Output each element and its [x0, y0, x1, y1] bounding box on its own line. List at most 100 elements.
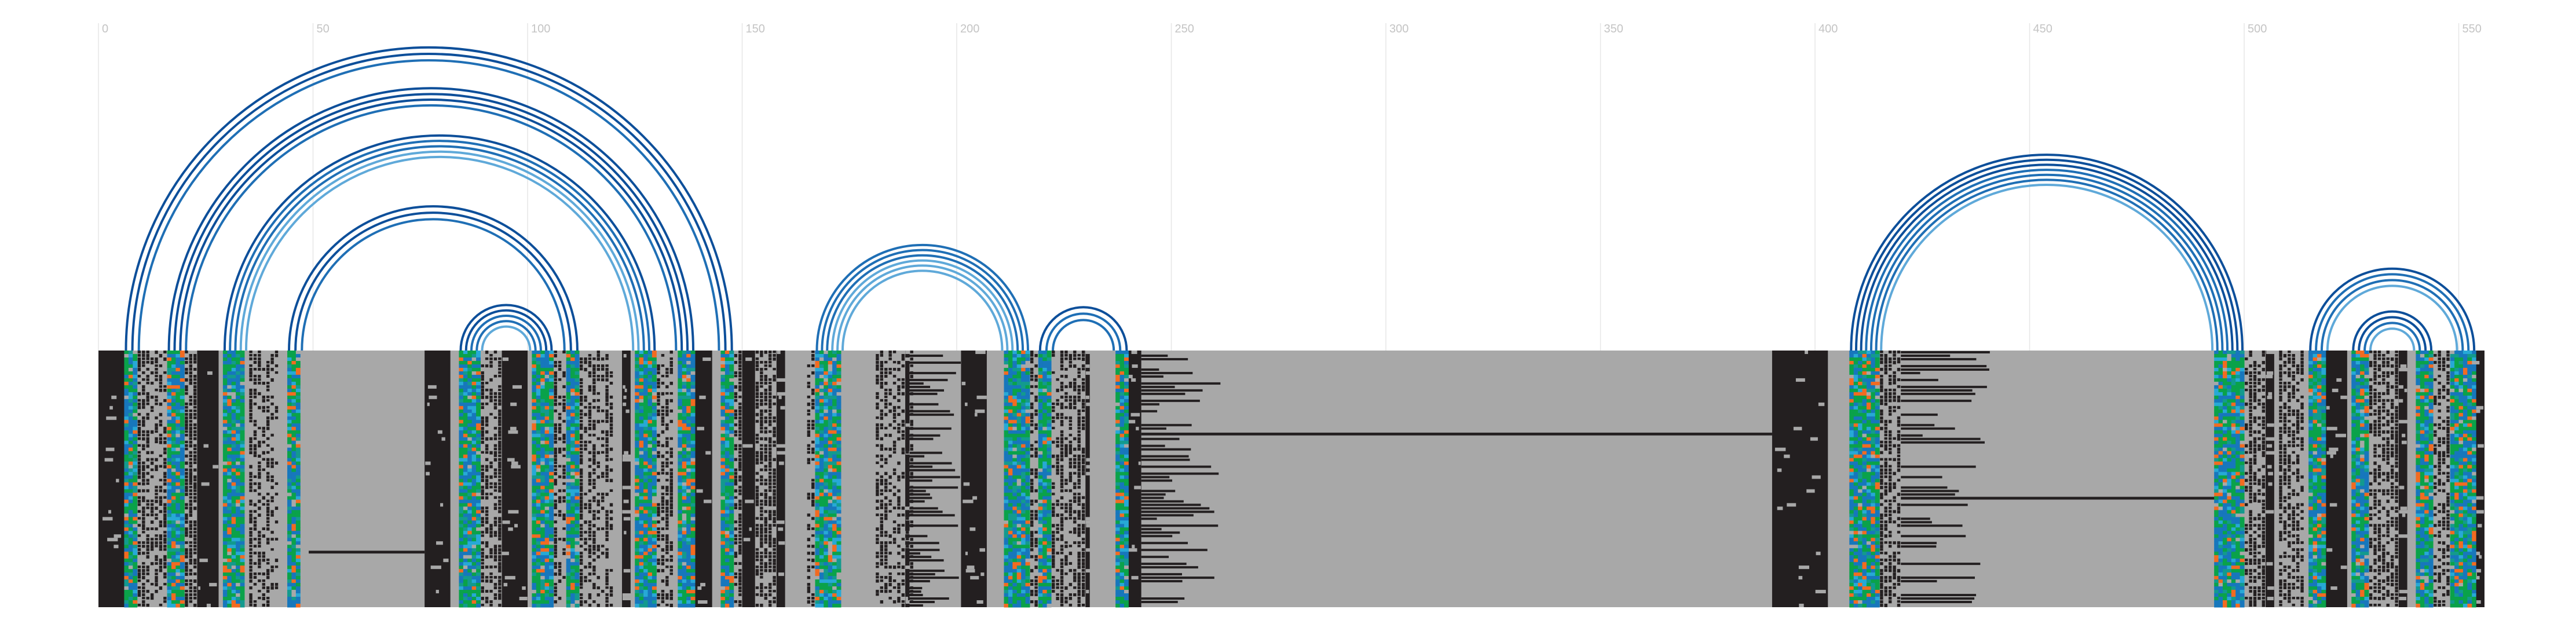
residue-cell: [1073, 406, 1076, 410]
residue-cell: [1082, 503, 1085, 506]
residue-cell: [1030, 538, 1033, 541]
residue-cell: [1073, 396, 1076, 399]
residue-cell: [605, 357, 608, 360]
residue-cell: [189, 579, 192, 582]
residue-cell: [1052, 565, 1055, 568]
residue-cell: [876, 462, 879, 464]
residue-cell: [193, 368, 196, 371]
residue-cell: [1880, 403, 1883, 405]
residue-cell: [2284, 444, 2286, 447]
gap-cell: [2478, 444, 2484, 448]
residue-cell: [888, 389, 891, 392]
residue-cell: [2296, 569, 2299, 572]
residue-cell: [2253, 524, 2256, 527]
residue-cell: [147, 604, 149, 607]
residue-run: [1141, 480, 1172, 482]
pair-cell: [725, 430, 730, 434]
residue-cell: [189, 486, 192, 488]
gap-cell: [1132, 364, 1138, 368]
residue-cell: [1069, 382, 1072, 385]
residue-cell: [2434, 434, 2436, 437]
residue-cell: [897, 565, 900, 568]
pair-cell: [129, 576, 133, 579]
residue-cell: [2288, 565, 2290, 568]
residue-cell: [597, 378, 600, 381]
residue-cell: [2378, 417, 2381, 419]
residue-cell: [1052, 524, 1055, 527]
residue-cell: [494, 517, 497, 520]
residue-cell: [147, 534, 149, 537]
residue-cell: [884, 375, 887, 378]
residue-cell: [2288, 430, 2290, 433]
residue-cell: [588, 482, 591, 485]
residue-cell: [1885, 590, 1887, 593]
residue-cell: [163, 385, 166, 388]
gap-cell: [2266, 437, 2275, 441]
pair-cell: [129, 465, 133, 469]
residue-cell: [1060, 406, 1063, 410]
residue-cell: [592, 406, 595, 409]
residue-cell: [1893, 583, 1896, 586]
residue-cell: [2395, 448, 2398, 451]
residue-cell: [558, 451, 561, 454]
residue-cell: [189, 479, 192, 483]
residue-cell: [1082, 517, 1085, 520]
residue-cell: [760, 506, 763, 509]
gap-cell: [502, 552, 509, 555]
residue-cell: [2300, 586, 2303, 590]
residue-cell: [2249, 403, 2252, 406]
pair-cell: [129, 527, 133, 531]
residue-cell: [554, 448, 557, 451]
residue-cell: [592, 524, 595, 527]
residue-cell: [258, 361, 261, 364]
residue-cell: [738, 458, 741, 461]
residue-cell: [2296, 364, 2299, 367]
residue-cell: [270, 403, 273, 406]
residue-cell: [163, 545, 166, 548]
residue-cell: [159, 455, 162, 457]
residue-cell: [2395, 472, 2398, 476]
residue-cell: [734, 479, 737, 483]
residue-cell: [1064, 506, 1067, 509]
gap-cell: [2267, 586, 2274, 590]
residue-cell: [884, 583, 887, 586]
residue-cell: [159, 499, 162, 503]
residue-cell: [588, 524, 591, 526]
residue-block: [502, 351, 528, 607]
residue-run: [1141, 528, 1162, 530]
residue-cell: [2262, 368, 2265, 371]
residue-cell: [489, 555, 492, 558]
pair-cell: [133, 541, 137, 545]
residue-cell: [610, 469, 613, 472]
residue-cell: [159, 559, 162, 562]
residue-cell: [773, 357, 775, 361]
pair-cell: [129, 406, 133, 410]
residue-cell: [893, 410, 896, 413]
residue-cell: [142, 406, 145, 409]
residue-cell: [2292, 534, 2295, 537]
residue-cell: [897, 597, 900, 600]
residue-cell: [1030, 385, 1033, 388]
residue-cell: [764, 541, 767, 543]
residue-run: [910, 414, 954, 416]
residue-cell: [2446, 444, 2449, 448]
residue-cell: [1034, 555, 1037, 558]
residue-cell: [592, 534, 595, 537]
gap-cell: [1816, 552, 1821, 555]
residue-cell: [764, 427, 767, 430]
residue-cell: [2446, 513, 2449, 516]
gap-cell: [780, 406, 785, 410]
residue-cell: [2257, 552, 2260, 554]
residue-cell: [665, 479, 668, 481]
residue-cell: [2438, 541, 2440, 543]
pair-cell: [124, 593, 129, 597]
residue-cell: [734, 396, 737, 399]
residue-cell: [2442, 441, 2445, 444]
residue-cell: [155, 361, 158, 363]
residue-cell: [1060, 434, 1063, 437]
residue-cell: [562, 420, 565, 423]
residue-cell: [738, 420, 741, 424]
residue-cell: [494, 458, 497, 462]
residue-cell: [2249, 548, 2252, 551]
residue-cell: [738, 586, 741, 589]
